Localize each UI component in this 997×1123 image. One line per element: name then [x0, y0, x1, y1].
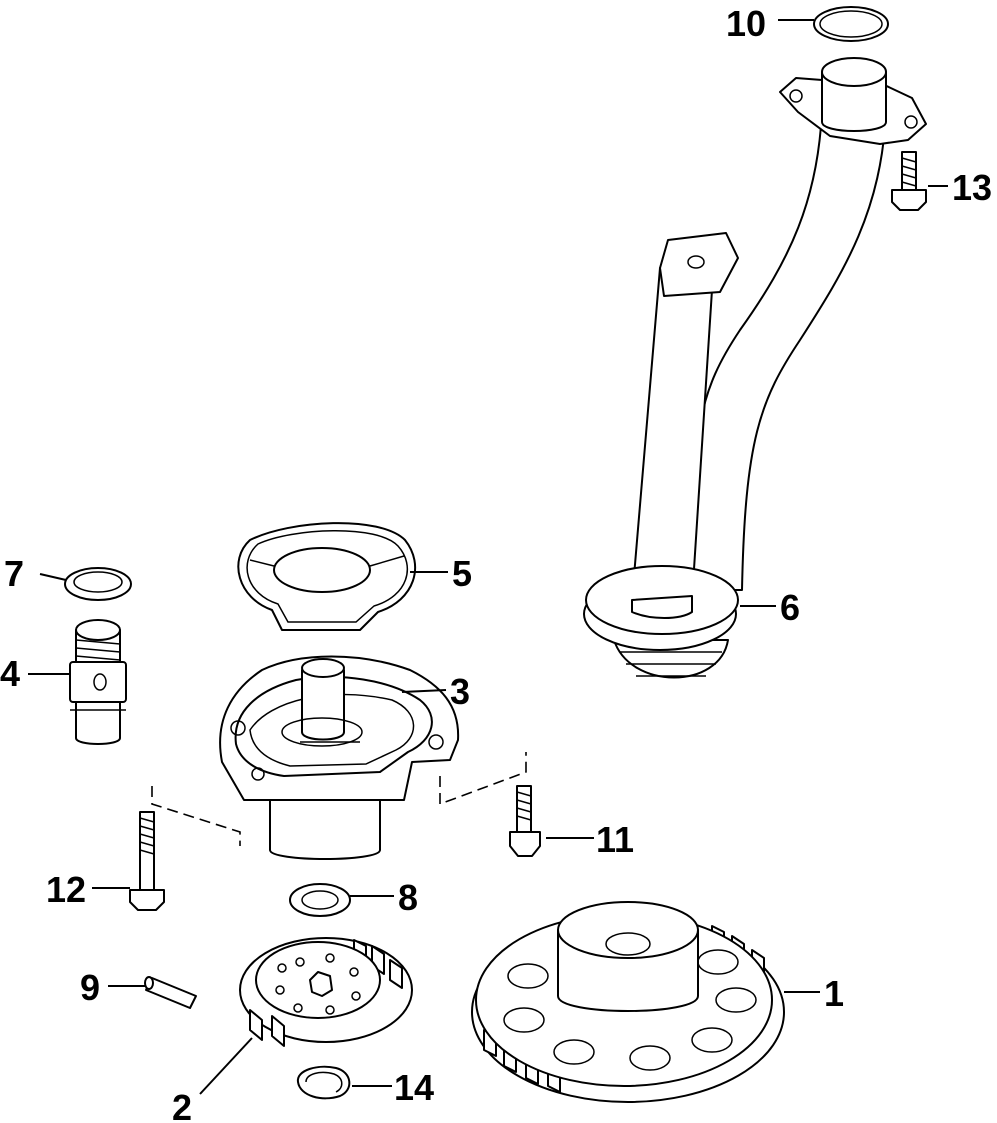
callout-10: 10 — [726, 3, 766, 44]
callout-8: 8 — [398, 877, 418, 918]
washer-7 — [64, 567, 132, 601]
gasket-5 — [237, 522, 417, 631]
oil-strainer-pipe-6 — [583, 57, 927, 679]
bolt-11 — [509, 785, 541, 857]
callout-1: 1 — [824, 973, 844, 1014]
callout-11: 11 — [596, 819, 634, 860]
callout-2: 2 — [172, 1087, 192, 1123]
callout-13: 13 — [952, 167, 992, 208]
callout-6: 6 — [780, 587, 800, 628]
circlip-14 — [296, 1065, 351, 1100]
callout-3: 3 — [450, 671, 470, 712]
assembly-guide-lines — [151, 752, 527, 846]
callouts: 10 13 5 7 6 4 3 11 12 8 9 1 14 2 — [0, 3, 992, 1123]
bolt-13 — [891, 151, 927, 211]
leader-lines — [28, 19, 948, 1095]
relief-valve-4 — [69, 619, 127, 745]
callout-4: 4 — [0, 653, 20, 694]
o-ring-10 — [813, 6, 889, 42]
drive-gear-2 — [239, 937, 413, 1047]
callout-12: 12 — [46, 869, 86, 910]
bolt-12 — [129, 811, 165, 911]
washer-8 — [289, 883, 351, 917]
oil-pump-body-3 — [219, 655, 460, 860]
callout-5: 5 — [452, 553, 472, 594]
callout-7: 7 — [4, 553, 24, 594]
dowel-pin-9 — [144, 976, 197, 1009]
callout-14: 14 — [394, 1067, 434, 1108]
driven-gear-1 — [471, 901, 785, 1103]
callout-9: 9 — [80, 967, 100, 1008]
